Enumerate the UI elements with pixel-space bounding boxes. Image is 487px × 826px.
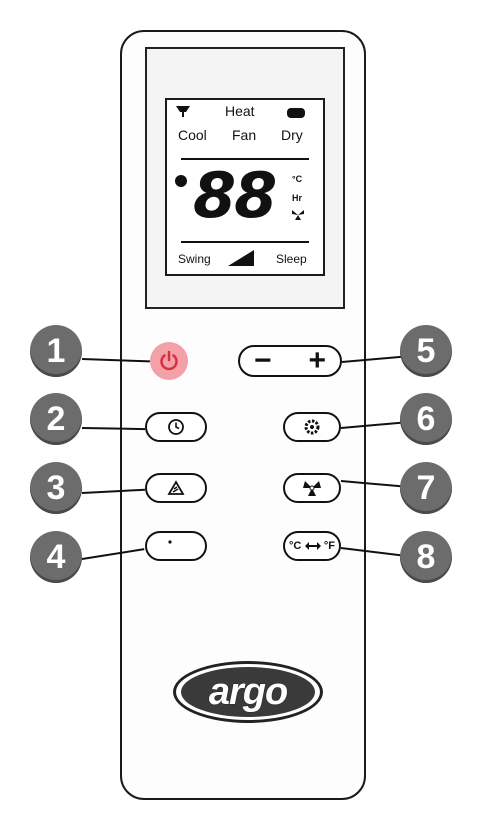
mode-dry-label: Dry	[281, 127, 303, 143]
lcd-top-divider	[181, 158, 309, 160]
callout-badge-4: 4	[30, 531, 82, 583]
callout-badge-6: 6	[400, 393, 452, 445]
fan-icon	[303, 481, 321, 496]
battery-icon	[287, 108, 305, 118]
celsius-label[interactable]: °C	[289, 540, 302, 552]
callout-badge-3: 3	[30, 462, 82, 514]
signal-bars-icon	[228, 250, 254, 266]
clock-icon	[168, 419, 184, 435]
temperature-rocker-button[interactable]: − +	[238, 345, 342, 377]
callout-badge-7: 7	[400, 462, 452, 514]
callout-badge-2: 2	[30, 393, 82, 445]
power-icon	[160, 350, 178, 371]
sleep-label: Sleep	[276, 252, 307, 266]
fan-mode-button[interactable]	[283, 473, 341, 503]
unit-hour-label: Hr	[292, 193, 303, 203]
fahrenheit-label[interactable]: °F	[323, 540, 335, 552]
power-button[interactable]	[150, 342, 188, 380]
sleep-button[interactable]	[145, 531, 207, 561]
double-arrow-icon	[304, 542, 321, 550]
lcd-display	[165, 98, 325, 276]
temp-unit-toggle-button[interactable]: °C °F	[283, 531, 341, 561]
unit-degree-label: °C	[292, 174, 303, 184]
mode-triangle-icon	[167, 480, 185, 495]
timer-button[interactable]	[145, 412, 207, 442]
mode-button[interactable]	[145, 473, 207, 503]
fan-speed-button[interactable]	[283, 412, 341, 442]
brand-logo: argo	[181, 667, 315, 717]
brand-logo-text: argo	[208, 671, 288, 713]
cool-mode-icon	[176, 106, 190, 117]
lcd-bottom-divider	[181, 241, 309, 243]
callout-badge-1: 1	[30, 325, 82, 377]
mode-heat-label: Heat	[225, 103, 255, 119]
mode-cool-label: Cool	[178, 127, 207, 143]
fan-speed-icon	[304, 419, 320, 435]
swing-label: Swing	[178, 252, 211, 266]
temp-plus-label[interactable]: +	[308, 344, 326, 377]
callout-badge-5: 5	[400, 325, 452, 377]
temperature-digits: 88	[193, 159, 277, 232]
temp-minus-label[interactable]: −	[254, 344, 272, 377]
callout-badge-8: 8	[400, 531, 452, 583]
moon-icon	[168, 538, 185, 554]
indicator-dot	[175, 175, 187, 187]
mode-fan-label: Fan	[232, 127, 257, 143]
fan-speed-icon	[292, 210, 304, 220]
leader-line-2	[81, 427, 146, 431]
